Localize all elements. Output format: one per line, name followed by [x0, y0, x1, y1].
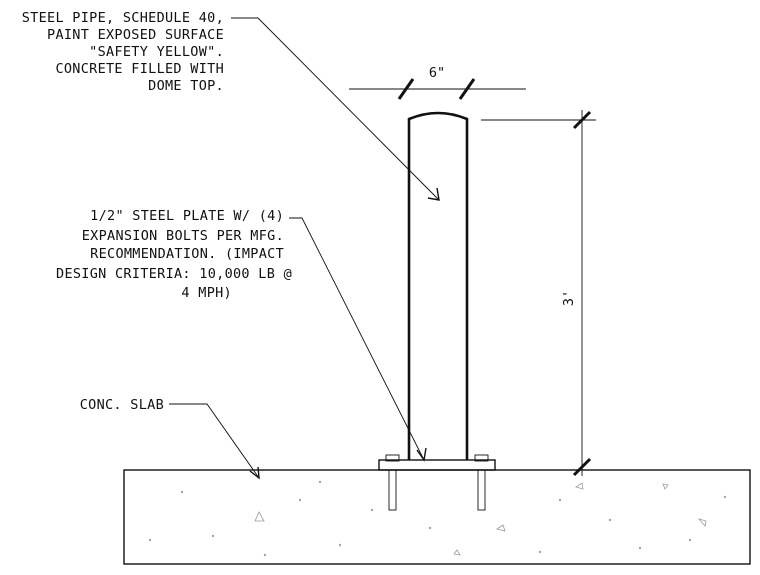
plate-note-line-5: 4 MPH) — [181, 285, 232, 301]
pipe-leader-arrow — [427, 187, 440, 201]
pipe-leader-line — [231, 17, 440, 201]
pipe-note-line-4: CONCRETE FILLED WITH — [55, 61, 224, 77]
slab-leader-arrow — [249, 466, 260, 480]
width-dimension-label: 6" — [429, 65, 445, 81]
plate-note: 1/2" STEEL PLATE W/ (4) EXPANSION BOLTS … — [56, 208, 427, 462]
plate-leader-arrow — [416, 447, 427, 462]
width-dimension: 6" — [349, 65, 526, 100]
plate-note-line-2: EXPANSION BOLTS PER MFG. — [82, 228, 284, 244]
pipe-note-line-2: PAINT EXPOSED SURFACE — [47, 27, 224, 43]
slab-note-label: CONC. SLAB — [80, 397, 164, 413]
steel-pipe — [407, 111, 469, 460]
plate-leader-line — [289, 217, 425, 461]
slab-hatch — [148, 480, 727, 557]
pipe-note-line-1: STEEL PIPE, SCHEDULE 40, — [22, 10, 224, 26]
height-dimension: 3' — [481, 110, 596, 477]
slab-leader-line — [169, 403, 260, 479]
expansion-bolts — [388, 469, 486, 511]
pipe-note: STEEL PIPE, SCHEDULE 40, PAINT EXPOSED S… — [22, 10, 440, 201]
pipe-note-line-5: DOME TOP. — [148, 78, 224, 94]
concrete-slab — [123, 469, 751, 565]
slab-note: CONC. SLAB — [80, 397, 260, 480]
plate-note-line-1: 1/2" STEEL PLATE W/ (4) — [90, 208, 284, 224]
plate-note-line-3: RECOMMENDATION. (IMPACT — [90, 246, 284, 262]
height-dimension-label: 3' — [561, 290, 577, 306]
pipe-note-line-3: "SAFETY YELLOW". — [89, 44, 224, 60]
plate-note-line-4: DESIGN CRITERIA: 10,000 LB @ — [56, 266, 292, 282]
base-plate — [378, 454, 496, 471]
